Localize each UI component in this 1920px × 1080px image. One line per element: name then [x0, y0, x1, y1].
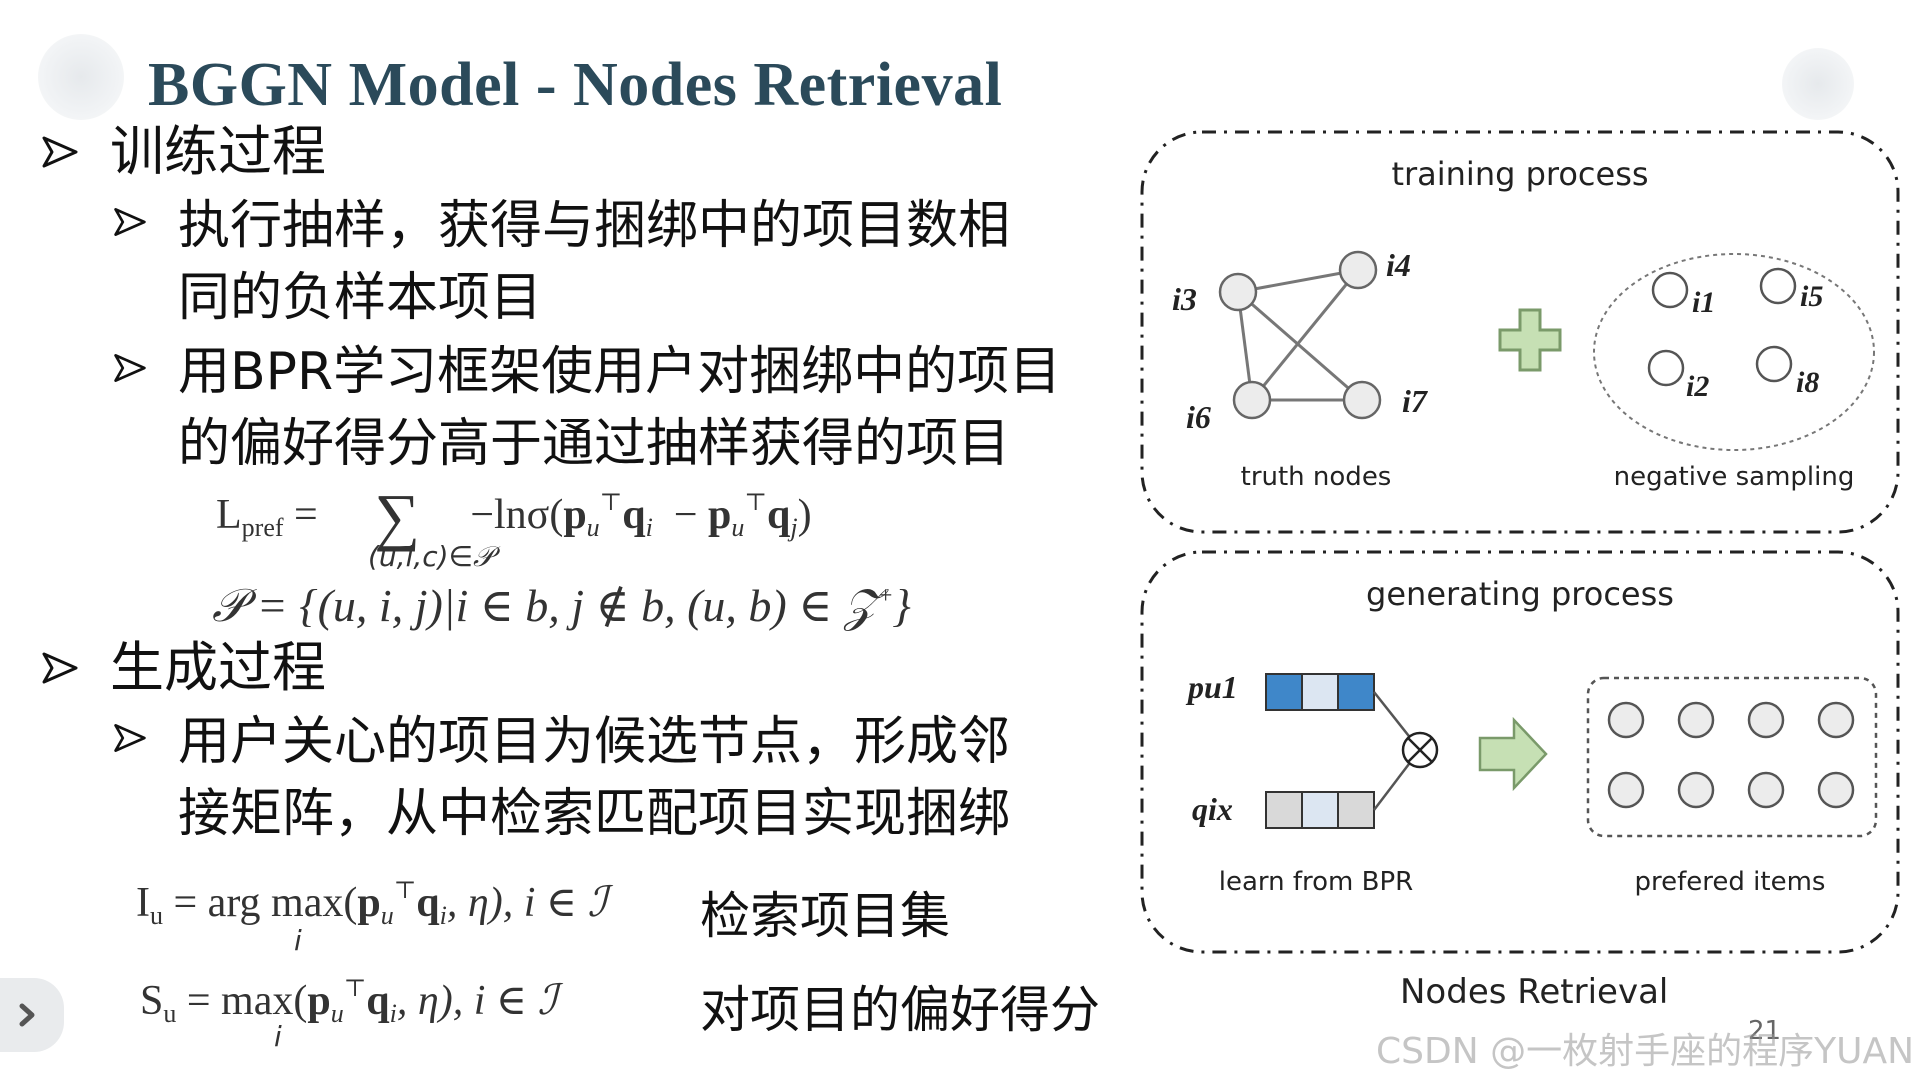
- preferred-items-label: prefered items: [1635, 867, 1826, 897]
- truth-nodes-label: truth nodes: [1241, 462, 1392, 492]
- node-i8: [1755, 345, 1793, 383]
- formula-su: Su = max(pu⊤qi, η), i ∈ ℐ: [140, 976, 558, 1028]
- training-process-box: [1140, 130, 1900, 534]
- formula-iu-under: i: [294, 924, 302, 957]
- generating-process-box: [1140, 550, 1900, 954]
- plus-icon: [1498, 308, 1562, 372]
- node-label-i8: i8: [1796, 366, 1819, 399]
- formula-su-lhs-sub: u: [163, 999, 177, 1028]
- preferred-item-node: [1607, 771, 1645, 809]
- pu-vector-cell-2: [1301, 673, 1339, 711]
- chevron-right-icon: [19, 1003, 35, 1027]
- node-label-i5: i5: [1800, 280, 1823, 313]
- learn-from-bpr-label: learn from BPR: [1219, 867, 1413, 897]
- pu-vector-cell-1: [1265, 673, 1303, 711]
- preferred-item-node: [1747, 701, 1785, 739]
- vector-connector: [1373, 691, 1413, 811]
- preferred-item-node: [1677, 771, 1715, 809]
- bullet-text-line: 接矩阵，从中检索匹配项目实现捆绑: [178, 784, 1011, 844]
- node-i1: [1651, 271, 1689, 309]
- page-number: 21: [1748, 1016, 1782, 1046]
- arrow-bullet-icon: [114, 208, 146, 236]
- formula-su-label: 对项目的偏好得分: [700, 981, 1100, 1039]
- formula-p-set-left: 𝒫 = {(u, i, j)|i ∈ b, j ∉ b, (u, b) ∈ 𝒵: [212, 580, 879, 631]
- formula-iu-lhs-sub: u: [150, 901, 163, 930]
- bullet-training-sub1: 执行抽样，获得与捆绑中的项目数相 同的负样本项目: [112, 190, 1010, 334]
- negative-sampling-ellipse: [1593, 253, 1875, 451]
- formula-p-set: 𝒫 = {(u, i, j)|i ∈ b, j ∉ b, (u, b) ∈ 𝒵+…: [212, 578, 911, 634]
- arrow-bullet-icon: [114, 724, 146, 752]
- preferred-item-node: [1607, 701, 1645, 739]
- formula-iu-body: = arg max(: [173, 880, 358, 926]
- formula-iu-label: 检索项目集: [700, 887, 950, 945]
- arrow-bullet-icon: [42, 136, 78, 168]
- formula-lpref-eq: =: [294, 492, 318, 538]
- formula-su-lhs: S: [140, 978, 164, 1024]
- bullet-text-line: 用户关心的项目为候选节点，形成邻: [178, 712, 1011, 772]
- formula-lpref-lhs-sub: pref: [241, 513, 284, 542]
- bullet-training-text: 训练过程: [110, 120, 326, 183]
- formula-iu: Iu = arg max(pu⊤qi, η), i ∈ ℐ: [136, 878, 608, 930]
- preferred-items-grid: [1607, 701, 1855, 809]
- preferred-item-node: [1747, 771, 1785, 809]
- node-label-i6: i6: [1186, 399, 1211, 435]
- pu-label: pu1: [1185, 669, 1238, 705]
- formula-su-tail: , η), i ∈ ℐ: [396, 978, 558, 1024]
- qi-vector-cell-3: [1337, 791, 1375, 829]
- node-i7: [1342, 380, 1382, 420]
- formula-lpref-under: (u,i,c)∈𝒫: [368, 540, 494, 573]
- arrow-bullet-icon: [42, 652, 78, 684]
- formula-lpref: Lpref = ∑ −lnσ(pu⊤qi − pu⊤qj): [216, 481, 812, 552]
- multiply-icon: [1401, 731, 1439, 769]
- node-i5: [1759, 267, 1797, 305]
- node-label-i1: i1: [1692, 286, 1715, 319]
- preferred-item-node: [1677, 701, 1715, 739]
- formula-su-under: i: [274, 1020, 282, 1053]
- bullet-training-sub2: 用BPR学习框架使用户对捆绑中的项目 的偏好得分高于通过抽样获得的项目: [112, 336, 1061, 480]
- node-i3: [1218, 272, 1258, 312]
- generating-process-title: generating process: [1366, 575, 1674, 613]
- page-title: BGGN Model - Nodes Retrieval: [148, 51, 1003, 119]
- watermark: CSDN @一枚射手座的程序YUAN: [1376, 1031, 1914, 1072]
- bullet-text-line: 的偏好得分高于通过抽样获得的项目: [178, 414, 1011, 474]
- diagram-caption: Nodes Retrieval: [1400, 972, 1669, 1012]
- bullet-text-line: 执行抽样，获得与捆绑中的项目数相: [178, 196, 1011, 256]
- pu-vector-cell-3: [1337, 673, 1375, 711]
- node-label-i4: i4: [1386, 247, 1411, 283]
- right-arrow-icon: [1478, 716, 1548, 792]
- bullet-training: 训练过程: [40, 120, 326, 184]
- qi-vector-cell-1: [1265, 791, 1303, 829]
- formula-su-body: = max(: [186, 978, 308, 1024]
- formula-iu-lhs: I: [136, 880, 150, 926]
- bullet-text-line: 同的负样本项目: [178, 268, 543, 328]
- training-process-title: training process: [1391, 155, 1648, 193]
- decorative-circle-left: [38, 34, 124, 120]
- bullet-generating-text: 生成过程: [110, 636, 326, 699]
- node-label-i7: i7: [1402, 383, 1429, 419]
- bullet-generating: 生成过程: [40, 636, 326, 700]
- bullet-text-line: 用BPR学习框架使用户对捆绑中的项目: [178, 342, 1062, 402]
- formula-lpref-lhs: L: [216, 492, 242, 538]
- nodes-retrieval-diagram: training process i3 i4 i6 i7 truth nodes…: [1140, 130, 1900, 954]
- formula-iu-tail: , η), i ∈ ℐ: [446, 880, 608, 926]
- decorative-circle-right: [1782, 48, 1854, 120]
- bullet-generating-sub1: 用户关心的项目为候选节点，形成邻 接矩阵，从中检索匹配项目实现捆绑: [112, 706, 1010, 850]
- preferred-items-box: [1586, 676, 1878, 838]
- node-label-i2: i2: [1686, 370, 1709, 403]
- negative-sampling-label: negative sampling: [1614, 462, 1855, 492]
- qi-label: qix: [1192, 791, 1233, 827]
- qi-vector-cell-2: [1301, 791, 1339, 829]
- node-i6: [1232, 380, 1272, 420]
- node-i2: [1647, 349, 1685, 387]
- formula-sum-symbol: ∑: [374, 481, 420, 552]
- formula-lpref-body: −lnσ(: [470, 492, 564, 538]
- formula-p-set-sup: +: [878, 583, 893, 609]
- node-label-i3: i3: [1172, 281, 1197, 317]
- preferred-item-node: [1817, 701, 1855, 739]
- preferred-item-node: [1817, 771, 1855, 809]
- formula-p-set-right: }: [892, 580, 911, 631]
- node-i4: [1338, 250, 1378, 290]
- arrow-bullet-icon: [114, 354, 146, 382]
- next-slide-button[interactable]: [0, 978, 64, 1052]
